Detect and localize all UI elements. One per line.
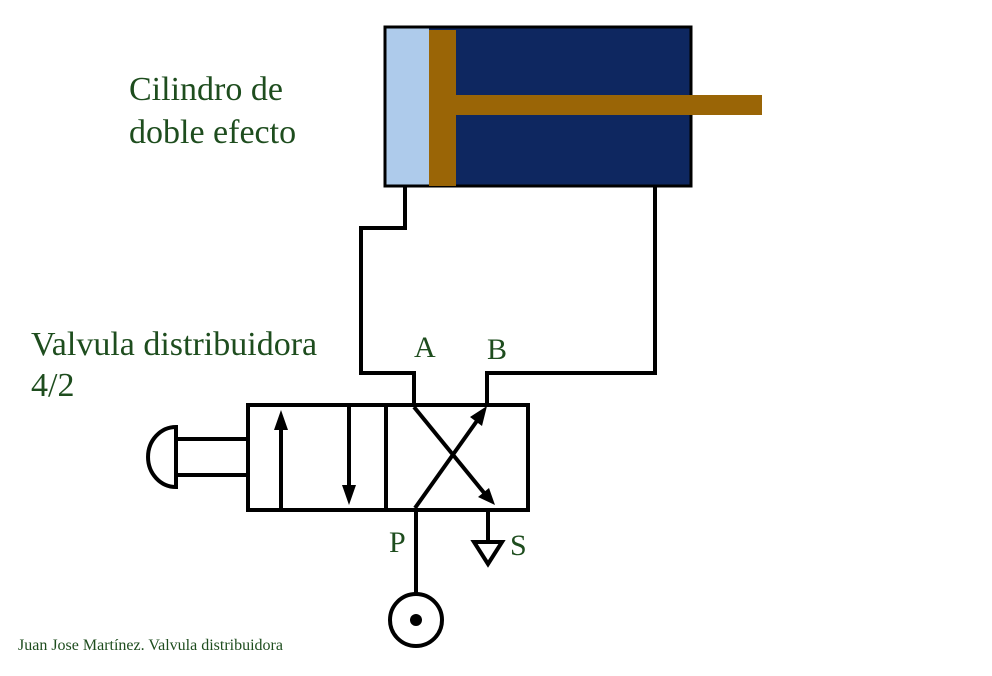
port-label-a: A xyxy=(414,331,436,364)
push-button-actuator-icon xyxy=(146,424,248,490)
line-a-to-cylinder xyxy=(359,186,416,405)
port-label-p: P xyxy=(389,526,406,559)
cylinder-chamber-left xyxy=(385,27,429,186)
piston-rod xyxy=(456,95,762,115)
piston xyxy=(429,30,456,186)
valve-label-line2: 4/2 xyxy=(31,367,75,404)
pressure-source-dot xyxy=(410,614,422,626)
arrow-p-to-b-head xyxy=(470,406,487,426)
flow-arrow-a-to-s xyxy=(412,405,487,496)
valve-body xyxy=(246,403,530,512)
push-button-head xyxy=(146,424,178,490)
pressure-source-icon xyxy=(388,592,444,648)
port-label-s: S xyxy=(510,529,527,562)
arrow-a-to-s-head xyxy=(478,488,495,505)
flow-arrow-p-to-b xyxy=(413,416,481,510)
line-b-to-cylinder xyxy=(485,186,657,405)
pressure-source-ring xyxy=(388,592,444,648)
port-label-b: B xyxy=(487,333,508,366)
cylinder-label-line1: Cilindro de xyxy=(129,71,283,108)
exhaust-triangle-icon xyxy=(470,540,506,568)
arrow-up-head xyxy=(274,410,288,430)
double-acting-cylinder xyxy=(383,25,762,188)
arrow-down-head xyxy=(342,485,356,505)
valve-label-line1: Valvula distribuidora xyxy=(31,326,318,363)
valve-position-left xyxy=(246,403,388,512)
credit-text: Juan Jose Martínez. Valvula distribuidor… xyxy=(18,637,283,654)
valve-position-right xyxy=(384,403,530,512)
cylinder-label-line2: doble efecto xyxy=(129,114,297,151)
